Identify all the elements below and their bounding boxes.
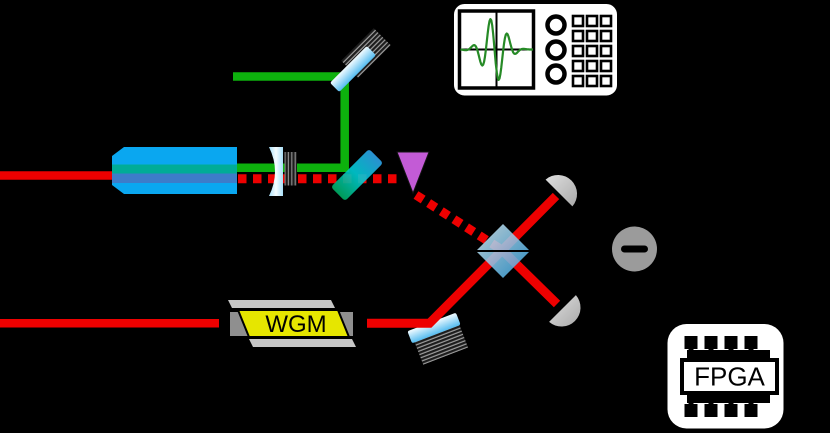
mirror-grating-bottom <box>413 323 469 365</box>
fpga-label: FPGA <box>694 362 765 392</box>
photodetector-bottom-icon <box>549 295 581 327</box>
scope-knob <box>545 39 567 61</box>
minus-icon <box>621 245 648 253</box>
dichroic-beamsplitter-icon <box>332 150 382 200</box>
fpga-label-plate <box>680 358 779 395</box>
wgm-crystal <box>236 309 351 338</box>
signal-beam-reflected <box>367 192 560 328</box>
fpga-pins-bottom <box>684 399 758 417</box>
pump-laser-icon <box>112 147 237 194</box>
grating-icon <box>284 152 297 186</box>
beamsplitter-cube-icon <box>476 224 530 278</box>
steering-mirror-top <box>330 46 376 92</box>
coupling-mirror-bottom <box>407 313 461 343</box>
wgm-bottom-bar <box>249 339 356 347</box>
prism-icon <box>396 151 430 195</box>
fpga-chip-icon: FPGA <box>667 324 784 429</box>
photodetector-top-icon <box>545 174 578 207</box>
balanced-subtractor-icon <box>612 226 657 272</box>
wgm-resonator-icon: WGM <box>228 300 356 347</box>
scope-button-grid <box>571 14 613 88</box>
wgm-top-bar <box>228 300 335 308</box>
scope-waveform <box>460 18 534 82</box>
scope-knob <box>545 63 567 85</box>
wgm-label: WGM <box>265 311 326 338</box>
lens-icon <box>269 147 283 196</box>
scope-knob <box>545 14 567 36</box>
lo-beam-diagonal-dashed <box>413 191 505 254</box>
oscilloscope-icon <box>451 1 620 99</box>
